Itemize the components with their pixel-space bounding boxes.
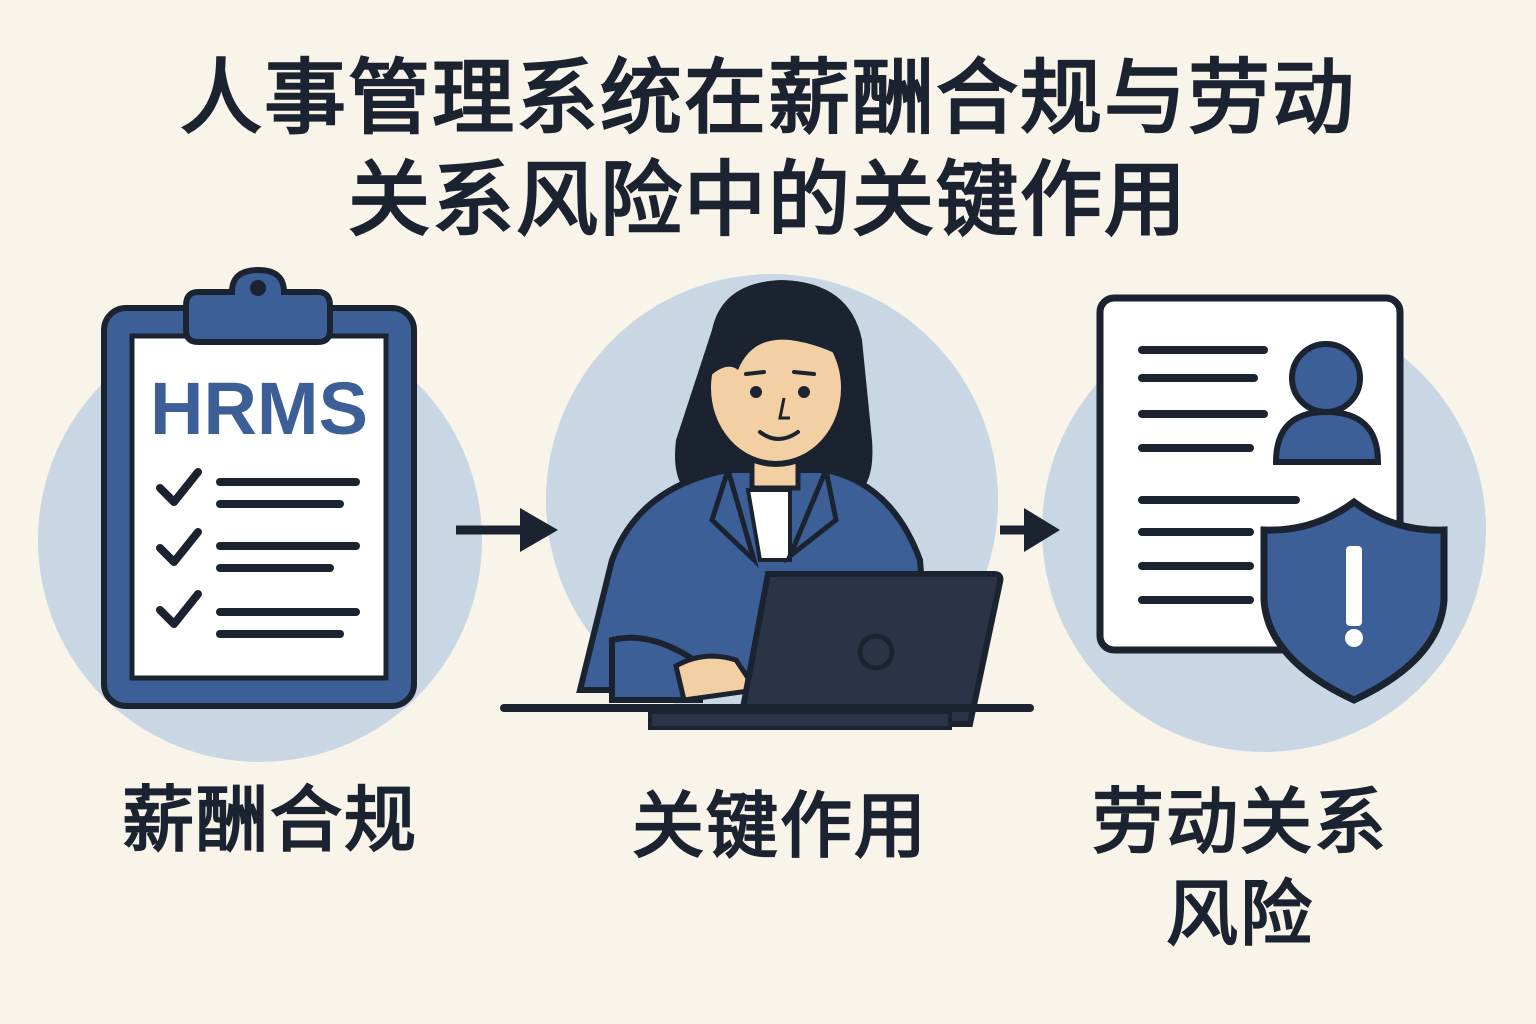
title-line-1: 人事管理系统在薪酬合规与劳动 (179, 51, 1356, 146)
check-icon (156, 468, 202, 506)
woman-at-laptop-icon (500, 280, 1034, 730)
check-icon (156, 590, 202, 628)
person-avatar-icon (1272, 341, 1382, 465)
caption-key-role: 关键作用 (631, 784, 928, 868)
shield-warning-icon (1260, 497, 1448, 704)
title-line-2: 关系风险中的关键作用 (347, 153, 1188, 248)
caption-labor-risk: 劳动关系 风险 (1030, 776, 1450, 960)
clipboard-checklist-icon: HRMS (101, 266, 417, 709)
check-icon (156, 528, 202, 566)
caption-labor-risk-line-2: 风险 (1165, 872, 1314, 956)
arrow-right-icon (456, 508, 558, 552)
document-shield-warning-icon (1096, 294, 1448, 704)
caption-payroll-compliance: 薪酬合规 (121, 778, 418, 862)
caption-labor-risk-line-1: 劳动关系 (1091, 780, 1388, 864)
clipboard-badge: HRMS (150, 367, 368, 450)
arrow-right-icon (1000, 508, 1060, 552)
